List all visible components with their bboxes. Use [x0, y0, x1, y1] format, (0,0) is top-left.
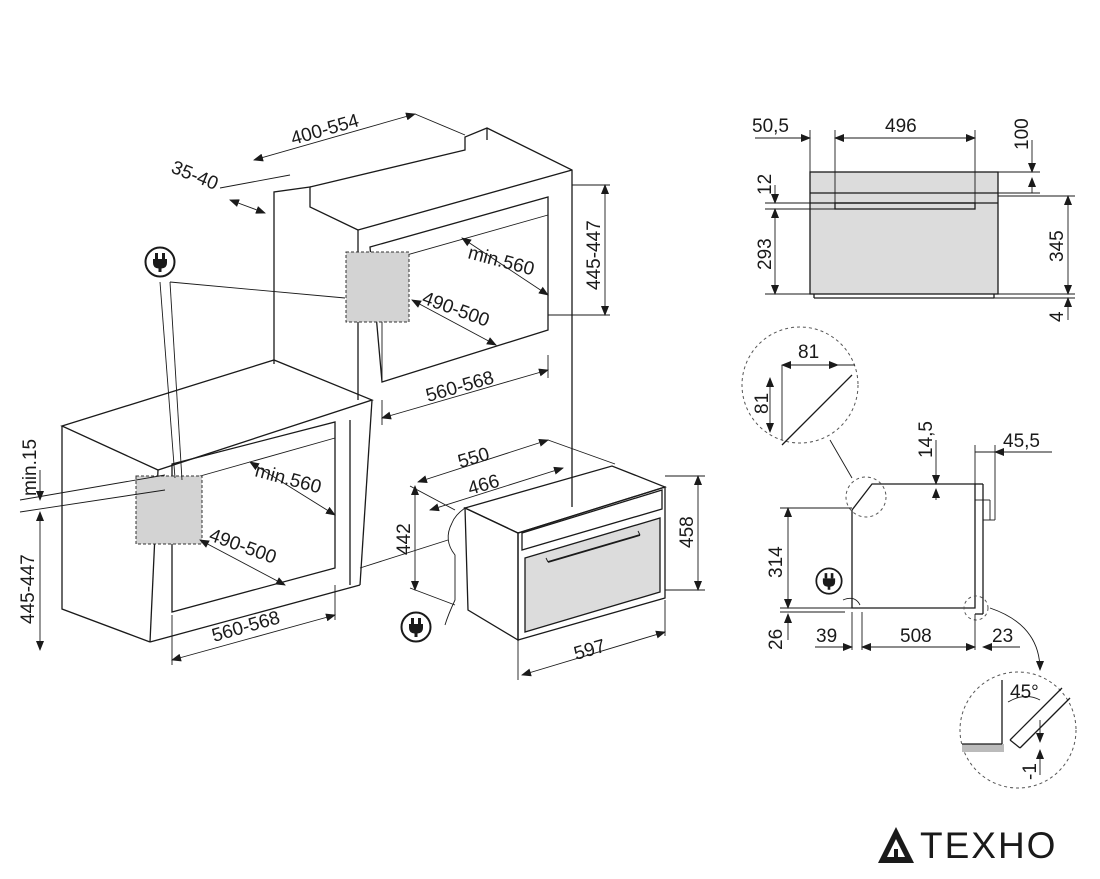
under-counter-cabinet-drawing — [60, 359, 374, 643]
side-508-label: 508 — [900, 626, 932, 647]
plug-icon — [144, 246, 176, 278]
triangle-logo-icon — [878, 827, 914, 863]
side-314-label: 314 — [766, 546, 787, 578]
front-top-label: 100 — [1012, 118, 1033, 150]
detail-81-vertical-label: 81 — [752, 393, 773, 414]
oven-3d-drawing — [444, 465, 667, 642]
under-inner-depth-label: 490-500 — [206, 525, 279, 569]
side-45-5-label: 45,5 — [1003, 431, 1040, 452]
tall-min-depth-label: min.560 — [466, 243, 537, 281]
front-293-label: 293 — [755, 238, 776, 270]
side-14-5-label: 14,5 — [916, 421, 937, 458]
side-39-label: 39 — [816, 626, 837, 647]
under-electric-panel — [135, 475, 203, 545]
front-width-label: 496 — [885, 116, 917, 137]
tall-inner-depth-label: 490-500 — [419, 288, 492, 332]
side-26-label: 26 — [766, 629, 787, 650]
front-12-label: 12 — [755, 174, 776, 195]
plug-icon — [815, 567, 843, 595]
tall-electric-panel — [345, 251, 410, 323]
front-view-dimensions: 50,5 496 100 12 293 345 4 — [752, 116, 1075, 322]
side-view-drawing — [815, 476, 995, 621]
oven-body-depth-label: 466 — [466, 471, 502, 500]
detail-81-horizontal-label: 81 — [798, 342, 819, 363]
oven-front-width-label: 597 — [572, 636, 608, 665]
chamfer-detail: 81 81 — [741, 326, 859, 479]
side-view-dimensions: 14,5 45,5 314 26 39 508 23 — [766, 421, 1052, 671]
tall-width-label: 400-554 — [289, 110, 362, 150]
under-cabinet-dimensions: min.15 445-447 min.560 490-500 560-568 — [18, 439, 449, 665]
oven-front-height-label: 458 — [677, 516, 698, 548]
tall-depth-label: 35-40 — [168, 157, 221, 195]
plug-icon — [400, 611, 432, 643]
side-23-label: 23 — [992, 626, 1013, 647]
oven-body-height-label: 442 — [394, 523, 415, 555]
tall-niche-width-label: 560-568 — [424, 367, 497, 406]
under-height-label: 445-447 — [18, 554, 39, 624]
plug-callouts — [144, 246, 432, 643]
detail-45deg-label: 45° — [1010, 682, 1039, 703]
brand-name: TEXHO — [920, 824, 1058, 866]
detail-minus1-label: -1 — [1020, 763, 1041, 780]
front-view-drawing — [809, 171, 999, 299]
under-min-top-label: min.15 — [20, 439, 41, 496]
brand-logo: TEXHO — [876, 822, 1086, 868]
angle-detail: 45° -1 — [959, 671, 1077, 789]
tall-height-label: 445-447 — [584, 220, 605, 290]
tall-cabinet-drawing — [273, 127, 573, 507]
front-left-label: 50,5 — [752, 116, 789, 137]
under-niche-width-label: 560-568 — [210, 607, 283, 646]
oven-depth-label: 550 — [456, 444, 492, 473]
front-345-label: 345 — [1047, 230, 1068, 262]
front-4-label: 4 — [1047, 311, 1068, 322]
under-min-depth-label: min.560 — [253, 461, 324, 499]
